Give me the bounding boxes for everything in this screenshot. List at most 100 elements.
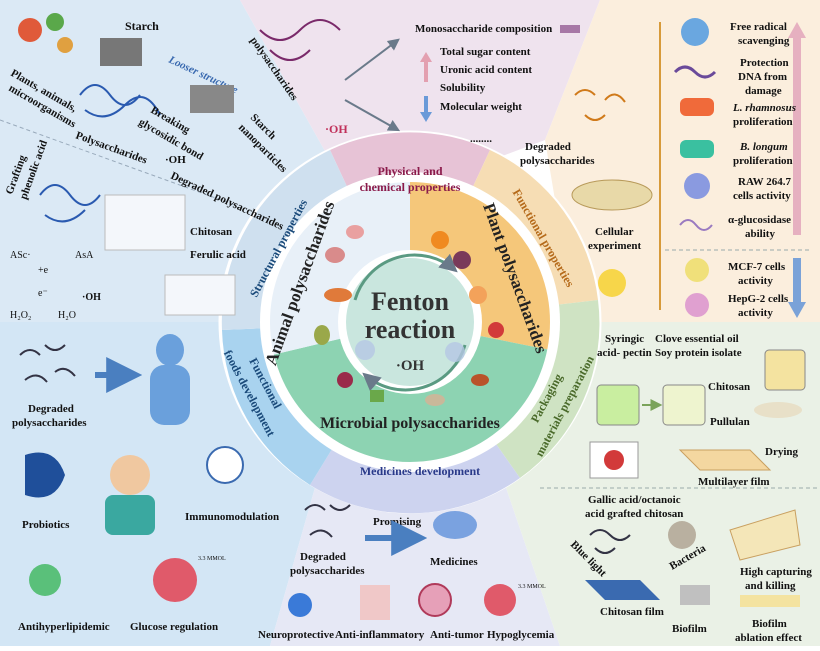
func-item-1: scavenging: [738, 35, 790, 47]
chitosan-film-label: Chitosan film: [600, 606, 664, 618]
killing-label: and killing: [745, 580, 796, 592]
strawberry-package-icon: [589, 441, 639, 479]
medicine-panel: Degraded polysaccharides Promising Medic…: [258, 504, 555, 641]
neuron-icon: [288, 593, 312, 617]
center-title-1: Fenton: [371, 287, 450, 316]
bacteria-icon: [668, 521, 696, 549]
shrimp-icon: [324, 288, 352, 302]
pour-beaker-icon: [764, 349, 806, 391]
strawberry-icon: [604, 450, 624, 470]
mono-bar: [560, 25, 580, 33]
inflam-label: Anti-inflammatory: [335, 629, 425, 641]
multilayer-film-icon: [678, 449, 772, 471]
func-item-12: ability: [745, 228, 775, 240]
microbial-label: Microbial polysaccharides: [320, 415, 500, 432]
cellular-label: Cellular: [595, 226, 634, 238]
ablation-label-2: ablation effect: [735, 632, 802, 644]
oh-label: ·OH: [82, 292, 101, 303]
h2o2-label: H₂O₂: [10, 310, 31, 321]
glucose-label: Glucose regulation: [130, 621, 218, 633]
glucosidase-icon: [679, 219, 713, 231]
syringic-label: Syringic: [605, 333, 644, 345]
chitosan-label: Chitosan: [190, 226, 232, 238]
spectrum-image: [164, 274, 236, 316]
pectin-label: acid- pectin: [597, 347, 652, 359]
med-mmol: 3.3 MMOL: [518, 584, 546, 590]
radical-bubble-icon: [355, 340, 375, 360]
antihyper-label: Antihyperlipidemic: [18, 621, 110, 633]
polysaccharide-chain: [259, 19, 341, 61]
increase-arrow-icon: [420, 52, 432, 62]
tumor-label: Anti-tumor: [430, 629, 484, 641]
foods-degraded-1: Degraded: [28, 403, 74, 415]
func-item-2: Protection: [740, 57, 789, 69]
capture-film-icon: [729, 509, 801, 561]
uronic-label: Uronic acid content: [440, 64, 532, 76]
func-item-10: cells activity: [733, 190, 791, 202]
functional-panel-bg: [545, 0, 820, 322]
foods-mmol: 3.3 MMOL: [198, 556, 226, 562]
arrow-down: [344, 99, 401, 132]
l-rhamnosus-icon: [680, 98, 714, 116]
func-item-14: activity: [738, 275, 773, 287]
grafted-network: [39, 184, 101, 223]
physchem-degraded-1: Degraded: [525, 141, 571, 153]
beetle-icon: [314, 325, 330, 345]
func-item-13: MCF-7 cells: [728, 261, 786, 273]
fig-icon: [453, 251, 471, 269]
grafted-label: acid grafted chitosan: [585, 508, 683, 520]
immuno-label: Immunomodulation: [185, 511, 279, 523]
med-degraded-1: Degraded: [300, 551, 346, 563]
mushroom-red-icon: [471, 374, 489, 386]
probiotics-label: Probiotics: [22, 519, 70, 531]
mw-label: Molecular weight: [440, 101, 522, 113]
func-item-11: α-glucosidase: [728, 214, 791, 226]
fish-icon: [57, 37, 73, 53]
ablation-label-1: Biofilm: [752, 618, 787, 630]
orange-icon: [431, 231, 449, 249]
func-item-4: damage: [745, 85, 782, 97]
hepg2-icon: [685, 293, 709, 317]
med-degraded-2: polysaccharides: [290, 565, 365, 577]
hypo-blood-icon: [484, 584, 516, 616]
polysaccharide-network: [79, 84, 161, 118]
experiment-label: experiment: [588, 240, 641, 252]
med-degraded-chains: [304, 504, 351, 538]
microbial-icons: [337, 372, 489, 406]
lung-icon: [346, 225, 364, 239]
immunity-icon: [206, 446, 244, 484]
inflamed-body-icon: [360, 585, 390, 620]
foods-degraded-2: polysaccharides: [12, 417, 87, 429]
functional-panel: Cellular experiment Free radical scaveng…: [571, 18, 806, 319]
soy-label: Soy protein isolate: [655, 347, 742, 359]
total-sugar-label: Total sugar content: [440, 46, 531, 58]
grass-icon: [370, 390, 384, 402]
looser-sem-image: [190, 85, 234, 113]
algae-icon: [337, 372, 353, 388]
dna-icon: [673, 65, 717, 79]
plant-icons: [431, 231, 504, 338]
center-title-2: reaction: [365, 315, 456, 344]
func-item-6: proliferation: [733, 116, 793, 128]
clove-label: Clove essential oil: [655, 333, 739, 345]
func-item-3: DNA from: [738, 71, 787, 83]
func-item-16: activity: [738, 307, 773, 319]
pills-icon: [433, 511, 477, 539]
ring-label-medicines: Medicines development: [360, 464, 480, 478]
b-longum-icon: [680, 140, 714, 158]
smiley-icon: [598, 269, 626, 297]
human-body-icon: [156, 334, 184, 366]
strong-man-icon: [110, 455, 150, 495]
chitosan-film-icon: [585, 580, 660, 600]
organ-icon: [325, 247, 345, 263]
medicines-label: Medicines: [430, 556, 478, 568]
stomach-icon: [25, 452, 65, 498]
degraded-fragments: [574, 89, 626, 121]
physchem-degraded-2: polysaccharides: [520, 155, 595, 167]
func-item-15: HepG-2 cells: [728, 293, 789, 305]
strawberry-icon: [488, 322, 504, 338]
radical-bubble-icon: [445, 342, 465, 362]
func-item-7: B. longum: [739, 141, 788, 153]
raw-cell-icon: [684, 173, 710, 199]
